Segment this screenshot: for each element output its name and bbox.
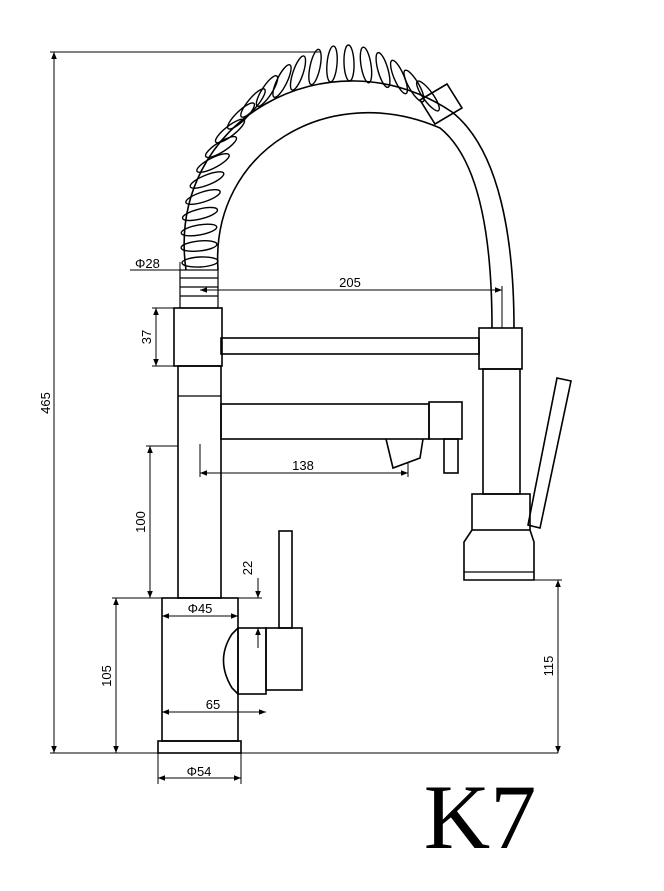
dim-base-diameter: Φ54	[187, 764, 212, 779]
dimension-lines	[50, 51, 562, 784]
dim-hose-diameter: Φ28	[135, 256, 160, 271]
spray-lever	[527, 377, 572, 529]
lever-neck	[237, 627, 267, 695]
holder-collar	[478, 327, 523, 370]
base-plate	[157, 740, 242, 754]
dim-total-height: 465	[38, 392, 53, 414]
dim-spray-height: 115	[541, 656, 556, 677]
lever-rod	[278, 530, 293, 629]
model-title: K7	[424, 766, 536, 868]
dim-reach: 205	[339, 275, 361, 290]
hose-arc-outer	[183, 80, 515, 329]
dim-body-height: 105	[99, 665, 114, 687]
swivel-spout	[220, 403, 430, 440]
mixer-body	[161, 597, 239, 742]
spout-nozzle	[385, 438, 424, 470]
column-lower	[177, 365, 222, 599]
dim-collar-height: 37	[139, 330, 154, 344]
coil-spring	[180, 44, 441, 268]
dim-body-diameter: Φ45	[188, 601, 213, 616]
spout-tip	[443, 438, 459, 474]
faucet-outline	[157, 44, 572, 754]
dim-spout-reach: 138	[292, 458, 314, 473]
spray-ring	[471, 493, 531, 531]
lever-block	[265, 627, 303, 691]
hose-end-collar	[418, 82, 464, 126]
support-arm	[220, 337, 480, 355]
collar	[173, 307, 223, 367]
hose-stub	[179, 269, 219, 309]
spray-head	[463, 529, 535, 581]
spout-end-cap	[428, 401, 463, 440]
dim-handle-offset: 22	[240, 561, 255, 575]
hose-arc-inner	[216, 112, 493, 329]
dim-spout-height: 100	[133, 511, 148, 533]
spray-tube	[482, 368, 521, 495]
lever-hub	[222, 627, 239, 695]
dim-lever-reach: 65	[206, 697, 220, 712]
